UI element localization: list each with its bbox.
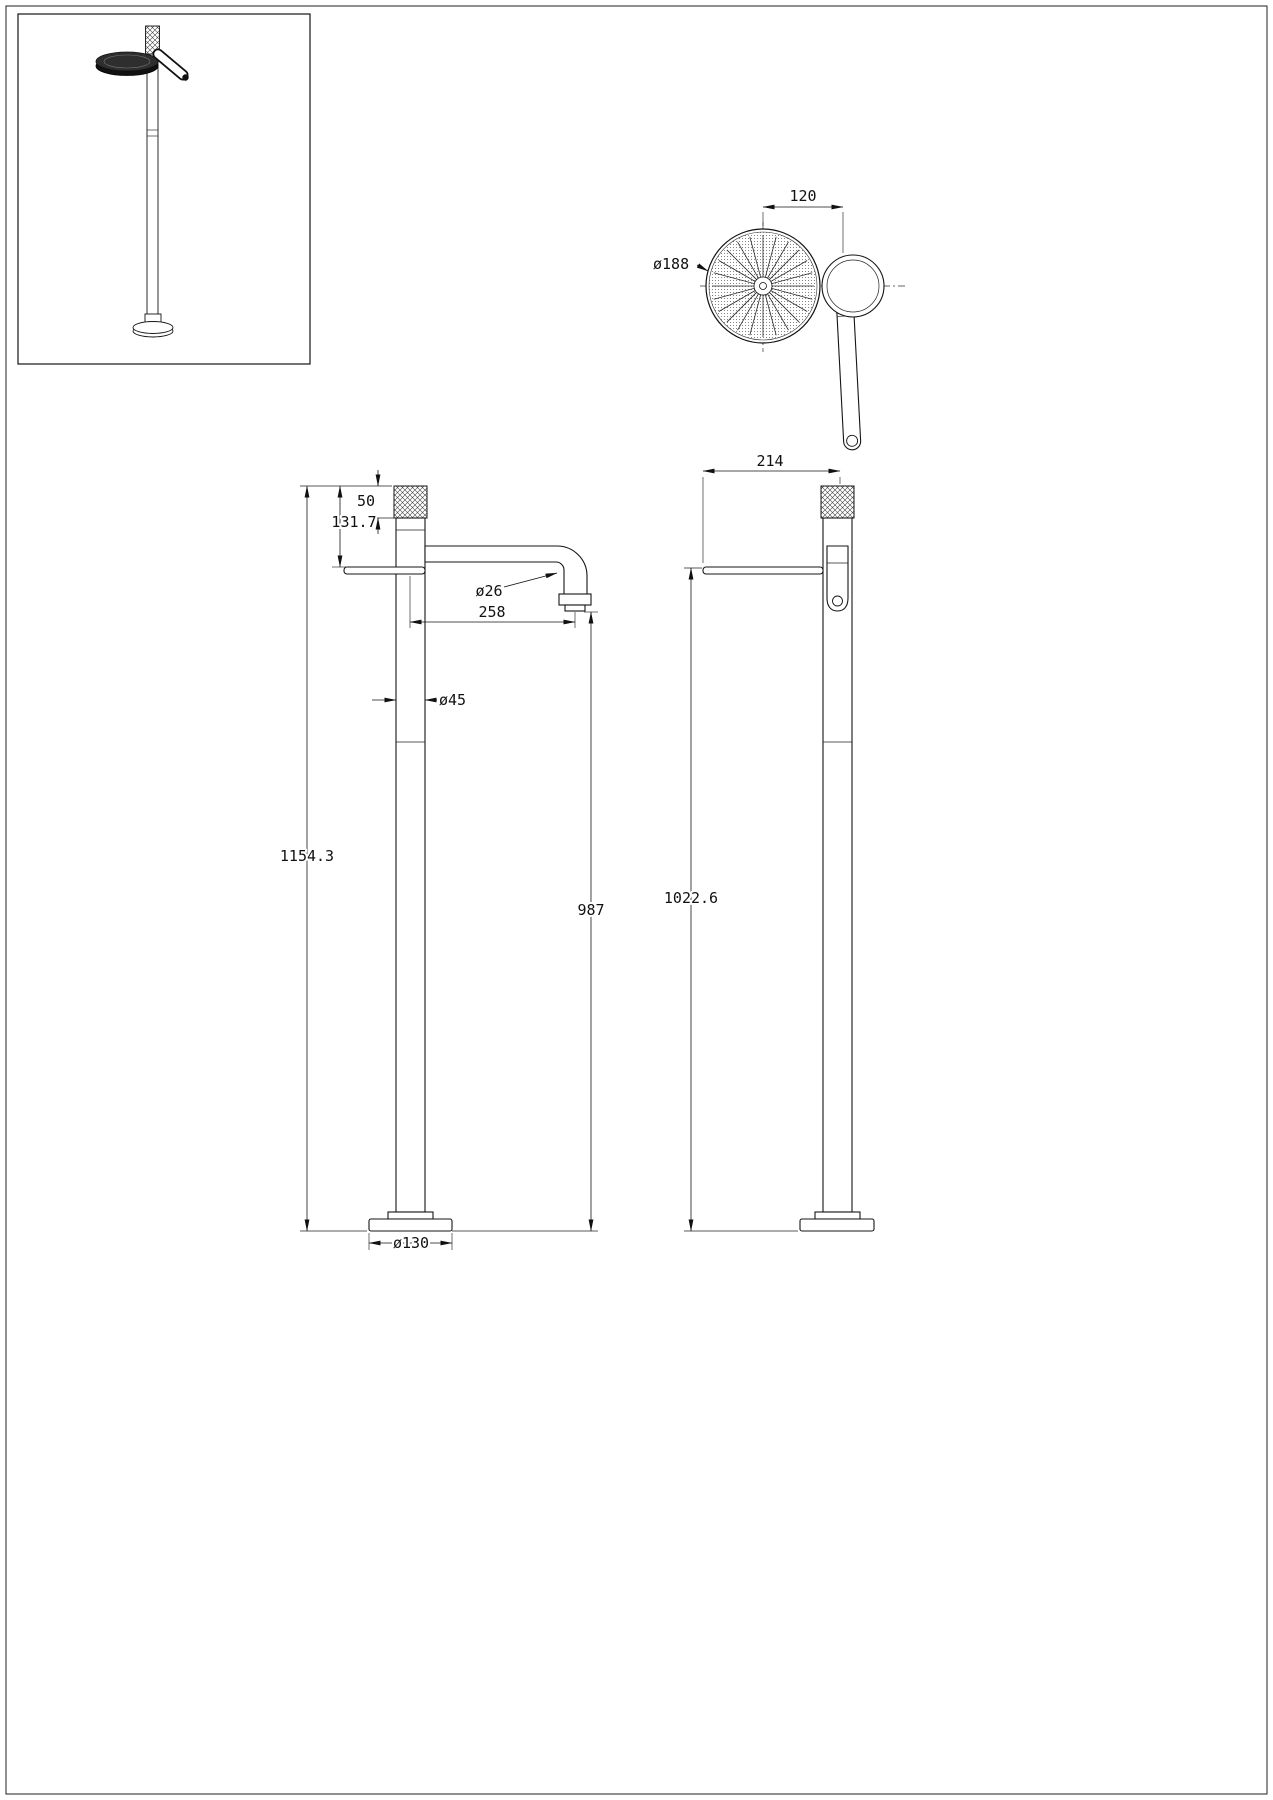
side-spout <box>826 545 849 612</box>
dim-label-cap-height: 50 <box>357 492 375 510</box>
side-view: 214 1022.6 <box>662 450 875 1232</box>
side-shelf <box>702 566 824 575</box>
side-base-plate <box>799 1218 875 1232</box>
front-spout <box>424 545 588 595</box>
front-spout-tip <box>564 604 586 612</box>
dim-label-shelf-height: 1022.6 <box>664 889 718 907</box>
inset-column <box>146 53 159 317</box>
dim-label-dish-diameter: ø188 <box>653 255 689 273</box>
dim-label-total-height: 1154.3 <box>280 847 334 865</box>
dim-label-column-diameter: ø45 <box>439 691 466 709</box>
front-base-collar <box>387 1211 434 1220</box>
dim-label-spout-diameter: ø26 <box>475 582 502 600</box>
side-base-collar <box>814 1211 861 1220</box>
side-spout-outlet <box>832 595 843 607</box>
dim-label-cap-to-shelf: 131.7 <box>331 513 376 531</box>
top-view: 120 ø188 <box>651 185 905 451</box>
top-view-dish-circle <box>705 228 821 344</box>
dim-label-spout-reach: 258 <box>478 603 505 621</box>
side-column <box>822 517 853 1213</box>
top-view-spout-handle <box>836 297 862 451</box>
dim-label-depth: 214 <box>756 452 783 470</box>
front-spout-aerator <box>558 593 592 606</box>
dim-label-outlet-height: 987 <box>577 901 604 919</box>
perspective-view <box>17 13 311 365</box>
inset-spout <box>152 48 189 81</box>
inset-border <box>17 13 311 365</box>
front-knurled-handle <box>393 485 428 519</box>
dim-label-top-width: 120 <box>789 187 816 205</box>
inset-base <box>132 313 174 338</box>
top-view-column-circle <box>821 254 885 318</box>
inset-dish <box>95 51 159 76</box>
dim-label-base-diameter: ø130 <box>393 1234 429 1252</box>
front-view: 50 131.7 1154.3 ø26 258 ø45 987 ø130 <box>278 470 607 1254</box>
side-knurled-handle <box>820 485 855 519</box>
sheet-border <box>5 5 1268 1795</box>
front-shelf <box>343 566 426 575</box>
front-base-plate <box>368 1218 453 1232</box>
